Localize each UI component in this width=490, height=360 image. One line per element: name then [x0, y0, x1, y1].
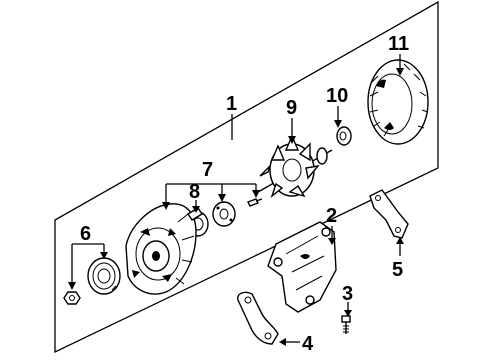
stator [367, 59, 429, 145]
callout-3: 3 [342, 283, 353, 305]
callout-4: 4 [302, 333, 314, 355]
callout-6: 6 [80, 223, 91, 245]
callout-2: 2 [326, 205, 337, 227]
rotor [257, 134, 333, 199]
upper-bracket [369, 189, 409, 239]
bearing-retainer-set [212, 198, 263, 227]
leader-lines [68, 54, 404, 346]
bracket-bolt [341, 315, 351, 334]
callout-1: 1 [226, 93, 237, 115]
callout-8: 8 [189, 181, 200, 203]
rear-bearing [336, 126, 352, 146]
callout-10: 10 [326, 85, 348, 107]
callout-7: 7 [202, 159, 213, 181]
lower-bracket [237, 291, 279, 345]
drive-end-housing [125, 203, 203, 295]
assembly-outline [54, 0, 439, 354]
callout-5: 5 [392, 259, 403, 281]
callout-11: 11 [388, 33, 409, 55]
pulley-and-nut [63, 257, 121, 305]
mounting-bracket [267, 221, 337, 313]
callout-9: 9 [286, 97, 297, 119]
